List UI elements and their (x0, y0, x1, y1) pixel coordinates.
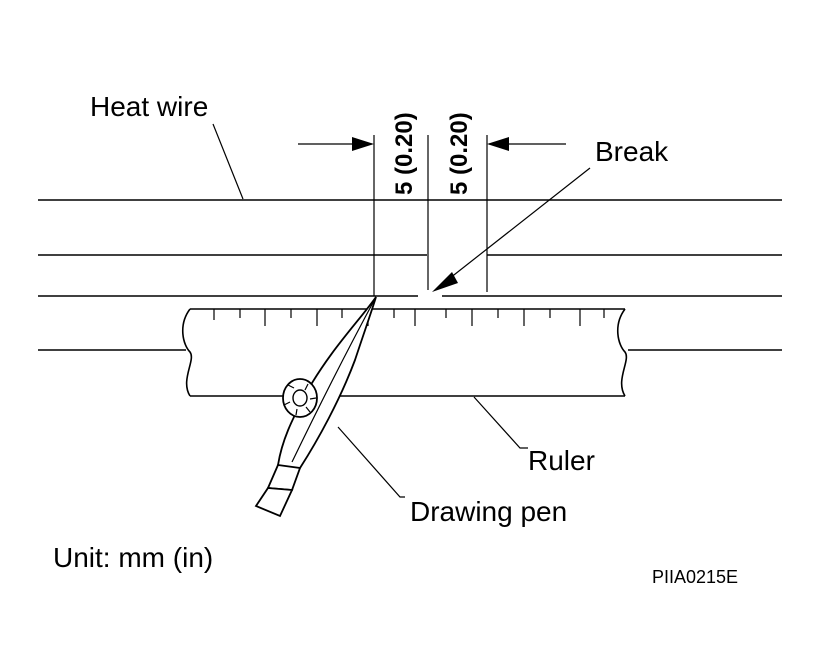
ruler-left-break (182, 308, 193, 397)
ruler-ticks (213, 309, 605, 326)
dimension-lines (298, 135, 566, 296)
drawing-pen-leader (337, 426, 405, 498)
break-leader (444, 167, 591, 283)
ruler (182, 308, 628, 397)
unit-label: Unit: mm (in) (53, 542, 213, 573)
ruler-right-break (617, 308, 628, 397)
heat-wire-label: Heat wire (90, 91, 208, 122)
drawing-pen-icon (254, 296, 377, 518)
ruler-leader (473, 396, 528, 449)
dimension-right-label: 5 (0.20) (446, 112, 473, 195)
drawing-pen-label: Drawing pen (410, 496, 567, 527)
dimension-arrow-left (487, 137, 509, 151)
dimension-left-label: 5 (0.20) (391, 112, 418, 195)
break-label: Break (595, 136, 669, 167)
dimension-arrow-right (352, 137, 374, 151)
break-arrow (432, 272, 458, 292)
ruler-label: Ruler (528, 445, 595, 476)
figure-code: PIIA0215E (652, 567, 738, 587)
heat-wire-lines (38, 199, 782, 351)
heat-wire-leader (212, 123, 244, 200)
